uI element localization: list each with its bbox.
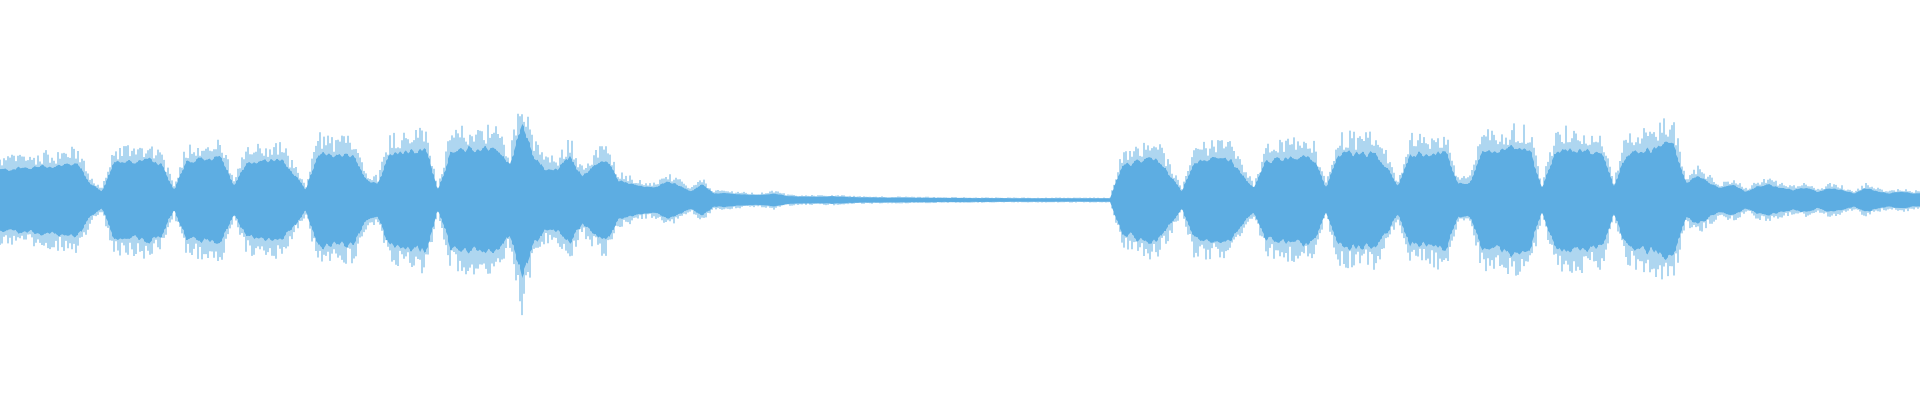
waveform-spikes — [0, 113, 1920, 316]
